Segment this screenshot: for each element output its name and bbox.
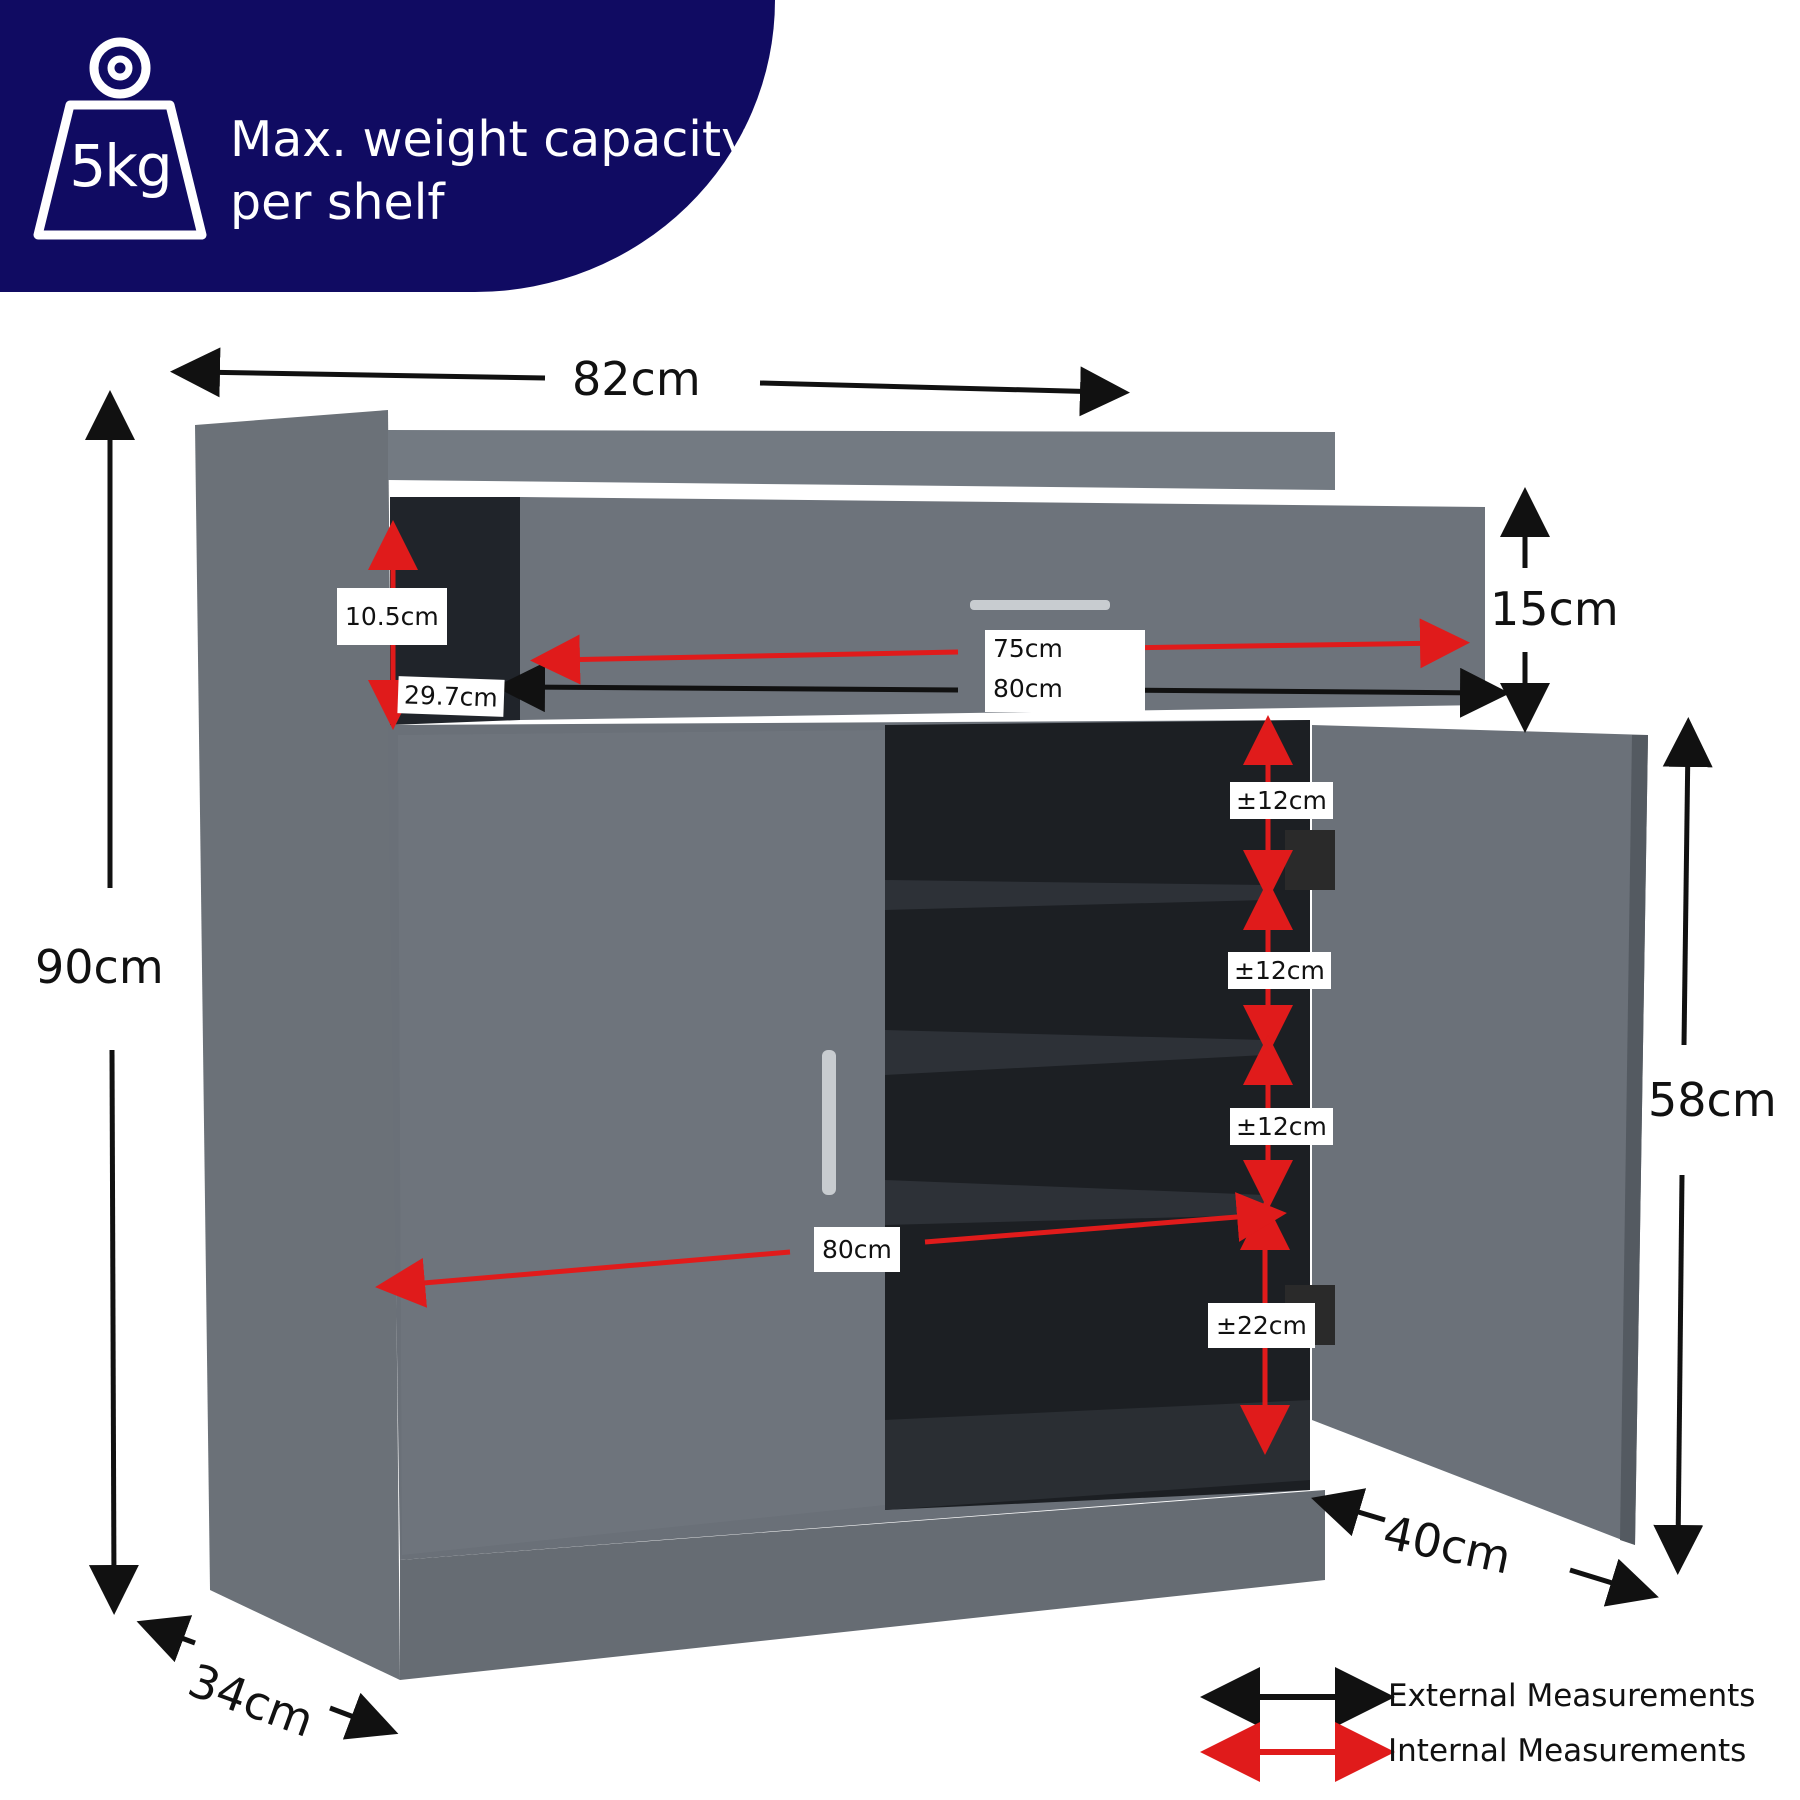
depth-arrow-right: [329, 1692, 399, 1740]
base-plinth: [400, 1490, 1325, 1680]
top-back-rail: [388, 430, 1335, 490]
shelf-width-tag: 80cm: [814, 1227, 900, 1272]
capacity-line-1: Max. weight capacity: [230, 111, 751, 168]
upper-hinge: [1285, 830, 1335, 890]
right-door-edge: [1620, 735, 1648, 1545]
shelf-3: [885, 1180, 1265, 1225]
width-arrow-left: [170, 347, 546, 398]
weight-value: 5kg: [69, 132, 172, 200]
right-door-open: [1312, 725, 1648, 1545]
width-arrow-right: [759, 366, 1130, 417]
drawer-cavity: [390, 497, 520, 725]
interior-compartment: [885, 720, 1310, 1510]
depth-arrow-left: [136, 1615, 196, 1663]
shelf-width-arrow-left: [375, 1249, 791, 1308]
shelf-2: [885, 1030, 1265, 1075]
door-height-arrow-bottom: [1653, 1174, 1704, 1575]
shelf-1: [885, 880, 1265, 910]
drawer-handle: [970, 600, 1110, 610]
shelf-gap-bottom-tag: ±22cm: [1208, 1303, 1315, 1348]
weight-icon: [33, 37, 207, 240]
shelf-width-arrow-right: [924, 1192, 1287, 1245]
left-door: [398, 730, 885, 1555]
shelf-gap-2-tag: ±12cm: [1228, 952, 1331, 989]
capacity-line-2: per shelf: [230, 174, 445, 231]
door-height-arrow-top: [1662, 717, 1713, 1046]
weight-capacity-text: Max. weight capacity per shelf: [230, 108, 750, 234]
drawer-inner-width-arrow-left: [530, 634, 959, 685]
shelf-gap-3-tag: ±12cm: [1230, 1108, 1333, 1145]
drawer-inner-depth-tag: 29.7cm: [397, 676, 505, 717]
drawer-outer-arrow-left: [495, 662, 959, 713]
height-arrow-bottom: [88, 1049, 139, 1615]
door-width-arrow-right: [1569, 1558, 1659, 1607]
drawer-width-tag: 75cm 80cm: [985, 630, 1145, 712]
width-label: 82cm: [572, 352, 701, 406]
drawer-inner-width-arrow-right: [1114, 618, 1470, 669]
door-height-label: 58cm: [1648, 1073, 1777, 1127]
left-side-panel: [195, 410, 400, 1680]
height-label: 90cm: [35, 940, 164, 994]
shelf-gap-1-tag: ±12cm: [1230, 782, 1333, 819]
drawer-height-label: 15cm: [1490, 582, 1619, 636]
cabinet-floor: [885, 1400, 1310, 1510]
drawer-outer-arrow-right: [1119, 667, 1510, 718]
legend-internal-label: Internal Measurements: [1388, 1733, 1747, 1769]
door-width-arrow-left: [1311, 1488, 1386, 1537]
drawer-inner-width-tag: 75cm: [993, 634, 1063, 663]
drawer-inner-height-tag: 10.5cm: [337, 588, 447, 645]
drawer-outer-width-tag: 80cm: [993, 674, 1063, 703]
left-door-handle: [822, 1050, 836, 1195]
legend-external-label: External Measurements: [1388, 1678, 1756, 1714]
